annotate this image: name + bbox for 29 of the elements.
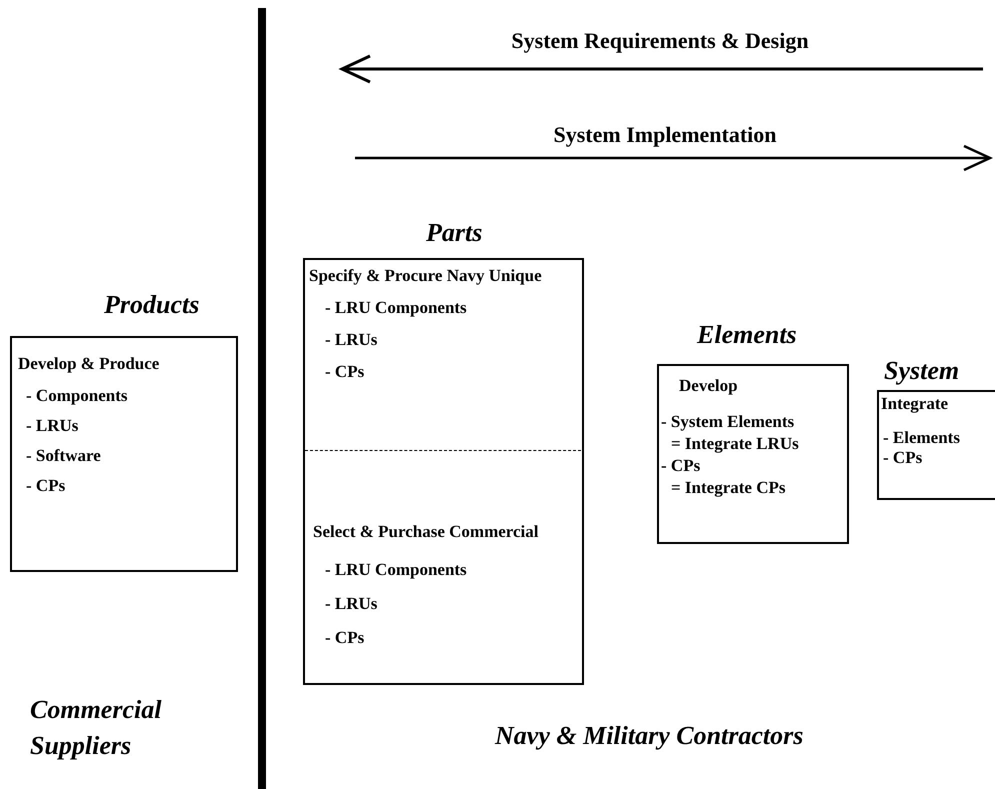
list-item: - CPs: [883, 448, 922, 468]
list-item: - CPs: [325, 628, 364, 648]
box-title: Develop: [679, 376, 738, 396]
list-item: - Software: [26, 446, 101, 466]
box-title: Select & Purchase Commercial: [313, 522, 538, 542]
section-heading: Elements: [697, 320, 797, 350]
list-item: - CPs: [661, 456, 700, 476]
list-item: - System Elements: [661, 412, 794, 432]
list-item: = Integrate CPs: [671, 478, 786, 498]
arrow-label: System Implementation: [553, 122, 777, 148]
group-label: Commercial Suppliers: [30, 694, 162, 762]
list-item: = Integrate LRUs: [671, 434, 799, 454]
list-item: - LRU Components: [325, 560, 467, 580]
box-title: Specify & Procure Navy Unique: [309, 266, 542, 286]
section-heading: Products: [104, 290, 200, 320]
list-item: - CPs: [325, 362, 364, 382]
box-title: Develop & Produce: [18, 354, 160, 374]
section-heading: Parts: [426, 218, 482, 248]
box-title: Integrate: [881, 394, 948, 414]
list-item: - Elements: [883, 428, 960, 448]
list-item: - LRUs: [325, 330, 378, 350]
arrow-label: System Requirements & Design: [511, 28, 809, 54]
group-label: Navy & Military Contractors: [495, 720, 804, 752]
list-item: - LRUs: [325, 594, 378, 614]
list-item: - Components: [26, 386, 128, 406]
list-item: - LRU Components: [325, 298, 467, 318]
section-heading: System: [884, 356, 960, 386]
list-item: - CPs: [26, 476, 66, 496]
list-item: - LRUs: [26, 416, 78, 436]
